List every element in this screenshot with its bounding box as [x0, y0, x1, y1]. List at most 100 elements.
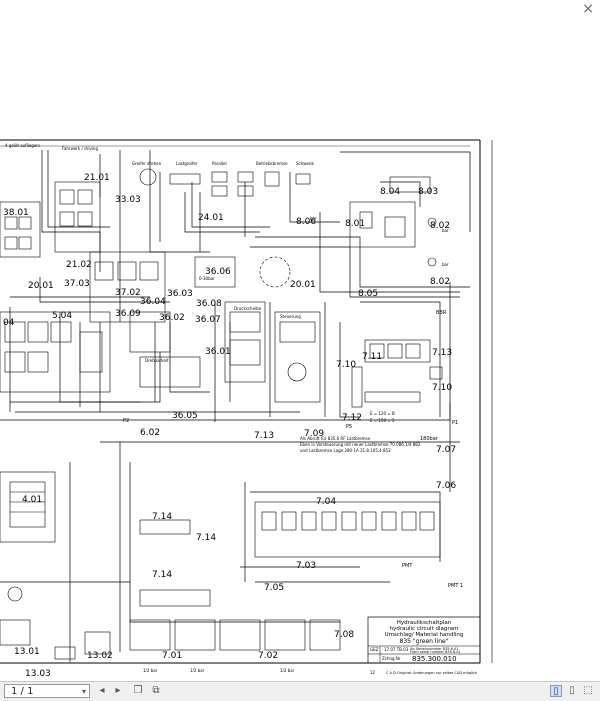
- callout-13-02: 13.02: [87, 651, 113, 661]
- callout-8-01: 8.01: [345, 219, 365, 229]
- callout-21-01: 21.01: [84, 173, 110, 183]
- note-dreh: Drehbarkeit: [145, 358, 169, 363]
- callout-36-04: 36.04: [140, 297, 166, 307]
- title-line-3: Umschlag/ Material handling: [385, 632, 464, 638]
- callout-36-05: 36.05: [172, 411, 198, 421]
- title-line-2: hydraulic circuit diagram: [390, 626, 459, 632]
- note-fahrwerk: Fahrwerk / driving: [62, 146, 98, 151]
- callout-7-10-a: 7.10: [336, 360, 356, 370]
- small-annotations: 4 gelöt aufliegers Fahrwerk / driving Gr…: [5, 143, 463, 673]
- note-cbar: 0-30bar: [199, 276, 215, 281]
- note-p1: P1: [452, 420, 458, 426]
- title-line-4: 835 "green line": [400, 638, 449, 645]
- window-top-bar: ×: [0, 0, 600, 22]
- callout-36-08: 36.08: [196, 299, 222, 309]
- callout-38-01: 38.01: [3, 208, 29, 218]
- callout-37-03: 37.03: [64, 279, 90, 289]
- sheet-frame: [0, 139, 493, 664]
- title-ident-1: Ab Seriennummer 835.6.01: [410, 647, 458, 651]
- callout-7-11: 7.11: [362, 352, 382, 362]
- callout-7-14-c: 7.14: [152, 570, 172, 580]
- document-viewport[interactable]: 21.01 33.03 38.01 21.02 20.01 37.03 37.0…: [0, 22, 600, 681]
- callout-labels: 21.01 33.03 38.01 21.02 20.01 37.03 37.0…: [3, 173, 456, 679]
- note-pmt-1: PMT 1: [448, 583, 463, 589]
- note-vtext-1: Als Abruft für 835.6 RF Lastbremse: [300, 436, 371, 441]
- callout-36-06: 36.06: [205, 267, 231, 277]
- callout-7-07: 7.07: [436, 445, 456, 455]
- callout-7-08: 7.08: [334, 630, 354, 640]
- note-betrieb: Betriebsbremse: [256, 161, 288, 166]
- note-bar-1: bar: [442, 228, 449, 233]
- viewer-toolbar: 1 / 1 ▾ ◂ ▸ ❐ ⧉ ▯ ▯ ⬚: [0, 681, 600, 701]
- close-icon[interactable]: ×: [582, 1, 594, 17]
- hydraulic-lines: [0, 150, 471, 662]
- title-blatt: 12: [370, 670, 376, 675]
- title-block: Hydraulikschaltplan hydraulic circuit di…: [367, 616, 481, 675]
- callout-8-02-b: 8.02: [430, 277, 450, 287]
- callout-4-01: 4.01: [22, 495, 42, 505]
- callout-7-13-a: 7.13: [432, 348, 452, 358]
- callout-5-04: 5.04: [52, 311, 72, 321]
- note-steuer: Steuerung: [280, 314, 301, 319]
- callout-8-06: 8.06: [296, 217, 316, 227]
- callout-36-02: 36.02: [159, 313, 185, 323]
- note-cp-3: 1/2 bar: [280, 668, 295, 673]
- callout-20-01: 20.01: [28, 281, 54, 291]
- single-page-view-icon[interactable]: ▯: [550, 685, 562, 697]
- callout-7-14-b: 7.14: [196, 533, 216, 543]
- callout-8-02-a: 8.02: [430, 221, 450, 231]
- top-actuators: [139, 168, 437, 288]
- callout-7-13-b: 7.13: [254, 431, 274, 441]
- callout-8-03: 8.03: [418, 187, 438, 197]
- callout-7-04: 7.04: [316, 497, 336, 507]
- callout-8-05: 8.05: [358, 289, 378, 299]
- callout-6-02: 6.02: [140, 428, 160, 438]
- title-footer: C A D-Original: Änderungen nur selber CA…: [386, 670, 477, 675]
- callout-7-09: 7.09: [304, 429, 324, 439]
- callout-7-05: 7.05: [264, 583, 284, 593]
- note-e120: E = 120 = B: [370, 411, 395, 416]
- fit-page-icon[interactable]: ⬚: [583, 685, 593, 696]
- note-schwenk: Schwenk: [296, 161, 315, 166]
- callout-7-06: 7.06: [436, 481, 456, 491]
- note-cp-1: 1/2 bar: [143, 668, 158, 673]
- note-vtext-2: Eben in Vorsteuerung mit neuer Lastbrems…: [300, 442, 421, 447]
- note-p5: P5: [346, 424, 352, 430]
- title-ident-2: From serial number 835.6.01: [410, 650, 461, 654]
- copy-icon[interactable]: ❐: [133, 685, 143, 696]
- note-parallel: Parallel: [212, 161, 227, 166]
- note-p2: P2: [123, 418, 129, 424]
- page-selector[interactable]: 1 / 1 ▾: [4, 684, 90, 698]
- main-control-block: [54, 181, 321, 403]
- note-cp-2: 1/2 bar: [190, 668, 205, 673]
- note-vtext-3: und Lastbremse Lage 280-1A 21.8.105.4.85…: [300, 448, 391, 453]
- previous-page-icon[interactable]: ◂: [99, 685, 105, 696]
- chevron-down-icon: ▾: [81, 687, 86, 696]
- callout-7-10-b: 7.10: [432, 383, 452, 393]
- callout-13-01: 13.01: [14, 647, 40, 657]
- note-bbr: BBR: [436, 310, 447, 316]
- share-icon[interactable]: ⧉: [152, 685, 160, 696]
- hydraulic-circuit-diagram: 21.01 33.03 38.01 21.02 20.01 37.03 37.0…: [0, 139, 493, 679]
- callout-13-03: 13.03: [25, 669, 51, 679]
- callout-7-01: 7.01: [162, 651, 182, 661]
- callout-7-02: 7.02: [258, 651, 278, 661]
- note-bar-2: bar: [442, 262, 449, 267]
- title-zeichnung: Zchng.Nr: [382, 656, 401, 661]
- callout-36-09: 36.09: [115, 309, 141, 319]
- note-e150: E = 150 = 5: [370, 418, 395, 423]
- callout-33-03: 33.03: [115, 195, 141, 205]
- callout-36-03: 36.03: [167, 289, 193, 299]
- title-line-1: Hydraulikschaltplan: [397, 620, 452, 626]
- callout-20-01-b: 20.01: [290, 280, 316, 290]
- two-page-view-icon[interactable]: ▯: [569, 685, 575, 696]
- callout-7-03: 7.03: [296, 561, 316, 571]
- callout-8-04: 8.04: [380, 187, 400, 197]
- drawing-number: 835.300.010: [412, 655, 457, 663]
- note-druck: Druckscheibe: [234, 306, 262, 311]
- next-page-icon[interactable]: ▸: [115, 685, 121, 696]
- title-gez: GEZ: [370, 647, 379, 652]
- page-indicator: 1 / 1: [11, 686, 34, 697]
- note-top-left: 4 gelöt aufliegers: [5, 143, 40, 148]
- note-180bar: 180bar: [420, 436, 439, 442]
